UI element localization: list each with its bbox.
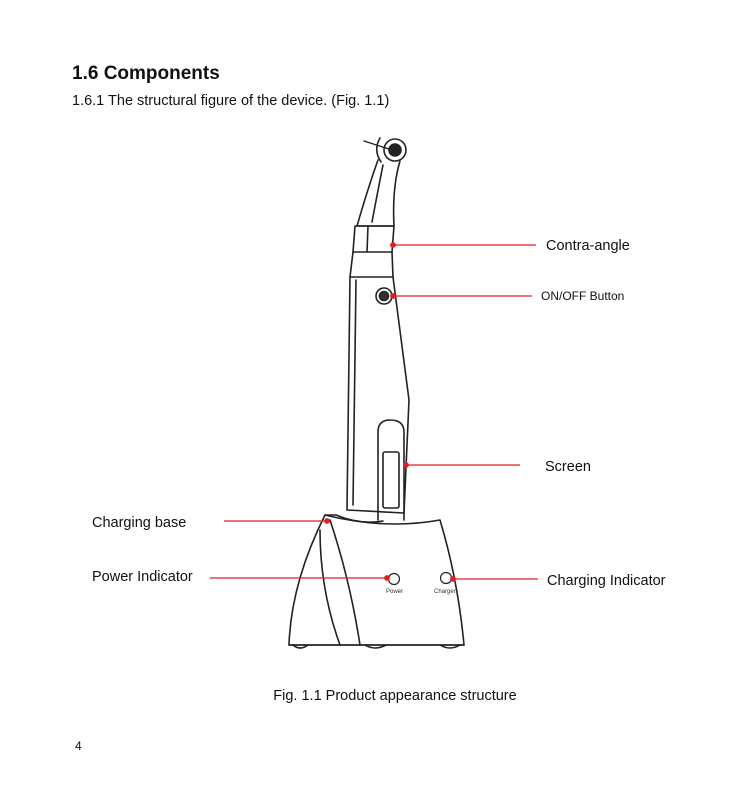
charging-base-shape [288, 514, 465, 646]
contra-angle-head [383, 138, 407, 162]
charging-indicator-led [439, 571, 453, 585]
section-subheading: 1.6.1 The structural figure of the devic… [72, 93, 390, 109]
contra-angle-neck [356, 159, 401, 227]
screen-shape [382, 451, 400, 509]
label-power-indicator: Power Indicator [92, 569, 193, 585]
label-on-off-button: ON/OFF Button [541, 289, 625, 303]
label-contra-angle: Contra-angle [546, 238, 630, 254]
label-screen: Screen [545, 459, 591, 475]
label-charging-base: Charging base [92, 515, 187, 531]
power-marking: Power [386, 589, 403, 595]
figure-caption: Fig. 1.1 Product appearance structure [273, 688, 517, 704]
section-heading: 1.6 Components [72, 63, 220, 84]
label-charging-indicator: Charging Indicator [547, 573, 666, 589]
charger-marking: Charger [434, 589, 456, 595]
page-number: 4 [75, 739, 82, 753]
screen-housing [377, 419, 405, 521]
power-indicator-led [387, 572, 401, 586]
